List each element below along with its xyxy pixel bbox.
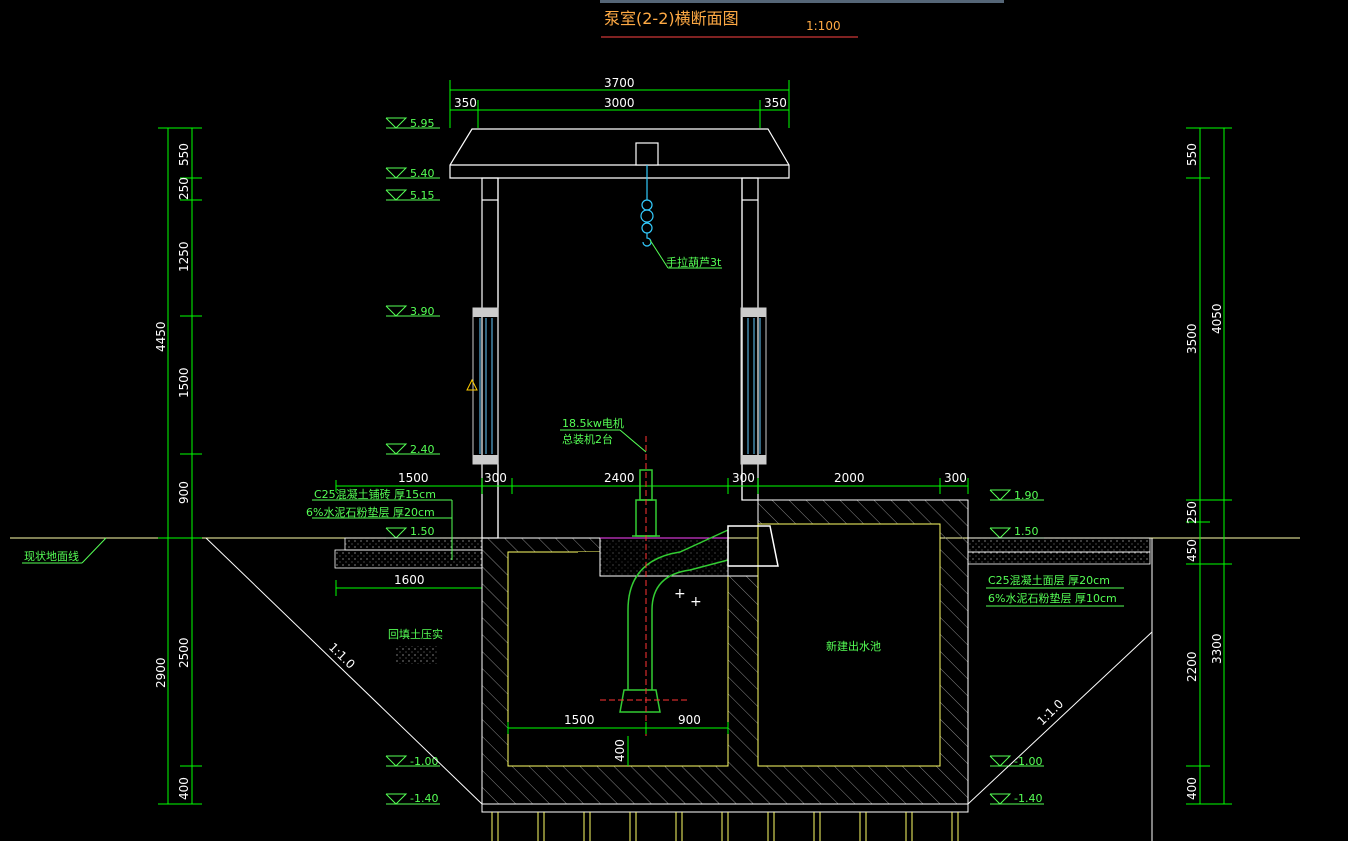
dim-left-eave: 350 bbox=[454, 96, 477, 110]
ground-leader-diag bbox=[81, 537, 107, 564]
crosshair-icon: + bbox=[674, 586, 686, 602]
pool-label: 新建出水池 bbox=[826, 639, 881, 653]
dim-center-span: 3000 bbox=[604, 96, 635, 110]
dim-left-lower-seg-1: 2500 bbox=[177, 637, 191, 668]
left-paving bbox=[334, 537, 483, 569]
dim-overall-width: 3700 bbox=[604, 76, 635, 90]
elev-3-90: 3.90 bbox=[410, 305, 435, 318]
dim-right-lower-seg-1: 2200 bbox=[1185, 651, 1199, 682]
dim-pump-right: 900 bbox=[678, 713, 701, 727]
ground-line-label: 现状地面线 bbox=[24, 549, 79, 563]
dim-left-wall: 300 bbox=[484, 471, 507, 485]
dim-right-seg-2: 3500 bbox=[1185, 323, 1199, 354]
roof bbox=[449, 128, 790, 179]
right-layer-2-label: 6%水泥石粉垫层 厚10cm bbox=[988, 591, 1117, 605]
dim-left-total-upper: 4450 bbox=[154, 321, 168, 352]
slope-left-label: 1:1.0 bbox=[326, 640, 358, 671]
dim-pool: 2000 bbox=[834, 471, 865, 485]
right-layer-1-label: C25混凝土面层 厚20cm bbox=[988, 573, 1110, 587]
dim-mid-wall: 300 bbox=[732, 471, 755, 485]
elev-5-15: 5.15 bbox=[410, 189, 435, 202]
window-right bbox=[740, 307, 767, 465]
crosshair-icon-2: + bbox=[690, 594, 702, 610]
dim-room: 2400 bbox=[604, 471, 635, 485]
dim-left-seg-4: 1500 bbox=[177, 367, 191, 398]
dim-right-lower-total: 3300 bbox=[1210, 633, 1224, 664]
elev-5-95: 5.95 bbox=[410, 117, 435, 130]
elev-1-90: 1.90 bbox=[1014, 489, 1039, 502]
window-left bbox=[472, 307, 499, 465]
foundation-piles bbox=[481, 803, 969, 841]
dim-left-seg-2: 250 bbox=[177, 177, 191, 200]
warning-icon bbox=[466, 378, 478, 391]
elev-1-50-right: 1.50 bbox=[1014, 525, 1039, 538]
motor-label-2: 总装机2台 bbox=[562, 432, 613, 446]
right-dimension-stack bbox=[1186, 127, 1232, 805]
dim-left-seg-3: 1250 bbox=[177, 241, 191, 272]
dim-fill-width: 1600 bbox=[394, 573, 425, 587]
slope-lines bbox=[205, 537, 1153, 805]
elev-minus-1-40-right: -1.40 bbox=[1014, 792, 1042, 805]
hoist-leader bbox=[649, 239, 722, 269]
dim-pump-left: 1500 bbox=[564, 713, 595, 727]
hoist-label: 手拉葫芦3t bbox=[666, 255, 722, 269]
right-paving bbox=[967, 537, 1153, 841]
dim-left-slab: 1500 bbox=[398, 471, 429, 485]
left-layer-1-label: C25混凝土铺砖 厚15cm bbox=[314, 487, 436, 501]
dim-left-lower-total: 2900 bbox=[154, 657, 168, 688]
top-toolbar-strip bbox=[600, 0, 1004, 3]
dim-left-seg-1: 550 bbox=[177, 143, 191, 166]
elev-minus-1-00-left: -1.00 bbox=[410, 755, 438, 768]
drawing-scale: 1:100 bbox=[806, 19, 841, 33]
drawing-title: 泵室(2-2)横断面图 bbox=[604, 9, 739, 28]
elev-minus-1-00-right: -1.00 bbox=[1014, 755, 1042, 768]
dim-right-seg-4: 450 bbox=[1185, 539, 1199, 562]
elev-minus-1-40-left: -1.40 bbox=[410, 792, 438, 805]
dim-right-total-upper: 4050 bbox=[1210, 303, 1224, 334]
dim-right-eave: 350 bbox=[764, 96, 787, 110]
pump-pit-structure bbox=[481, 499, 969, 805]
slope-right-label: 1:1.0 bbox=[1034, 697, 1066, 728]
left-layer-2-label: 6%水泥石粉垫层 厚20cm bbox=[306, 505, 435, 519]
pump-dimensions bbox=[507, 722, 729, 766]
motor-leader bbox=[560, 429, 647, 453]
backfill-label: 回填土压实 bbox=[388, 627, 443, 641]
right-layer-leaders bbox=[986, 587, 1124, 607]
dim-left-lower-seg-2: 400 bbox=[177, 777, 191, 800]
elev-2-40: 2.40 bbox=[410, 443, 435, 456]
dim-pump-bottom: 400 bbox=[613, 739, 627, 762]
dim-right-seg-1: 550 bbox=[1185, 143, 1199, 166]
motor-label-1: 18.5kw电机 bbox=[562, 416, 624, 430]
dim-right-lower-seg-2: 400 bbox=[1185, 777, 1199, 800]
pump-assembly bbox=[619, 469, 779, 713]
dim-right-seg-3: 250 bbox=[1185, 501, 1199, 524]
elevation-markers-left bbox=[385, 117, 440, 805]
left-dimension-stack bbox=[158, 127, 202, 805]
left-layer-leaders bbox=[312, 499, 453, 560]
dim-left-seg-5: 900 bbox=[177, 481, 191, 504]
top-dimensions bbox=[449, 80, 790, 128]
elev-1-50-left: 1.50 bbox=[410, 525, 435, 538]
backfill-hatch bbox=[395, 646, 437, 664]
elev-5-40: 5.40 bbox=[410, 167, 435, 180]
dim-right-wall: 300 bbox=[944, 471, 967, 485]
hand-hoist bbox=[640, 165, 654, 247]
